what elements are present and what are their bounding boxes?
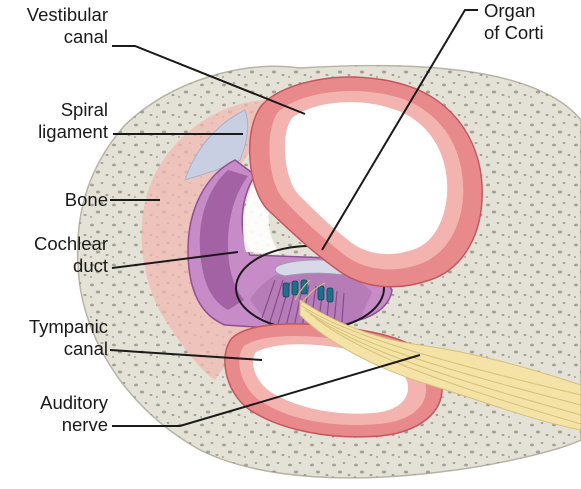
label-spiral-ligament: Spiral ligament xyxy=(4,99,108,143)
label-vestibular-canal: Vestibular canal xyxy=(4,4,108,48)
label-cochlear-duct: Cochlear duct xyxy=(4,233,108,277)
label-tympanic-canal: Tympanic canal xyxy=(4,316,108,360)
label-auditory-nerve: Auditory nerve xyxy=(4,392,108,436)
label-bone: Bone xyxy=(4,189,108,211)
label-organ-of-corti: Organ of Corti xyxy=(484,0,576,44)
